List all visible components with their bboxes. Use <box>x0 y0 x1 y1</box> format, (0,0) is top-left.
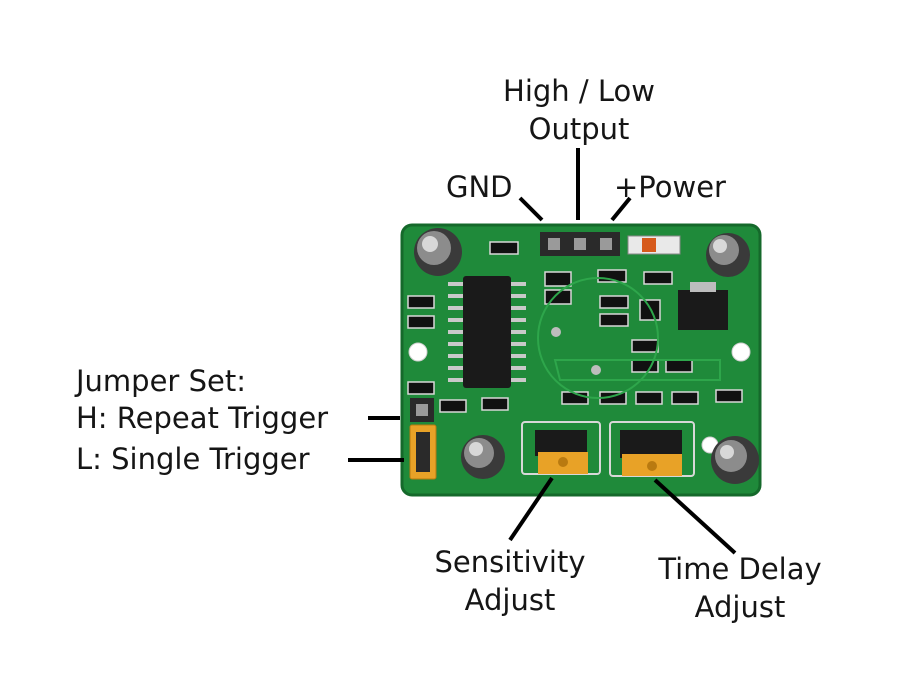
mounting-hole <box>731 342 751 362</box>
sensitivity-adjust-label: Sensitivity Adjust <box>420 543 600 619</box>
voltage-regulator <box>678 282 728 330</box>
callout-line-time-delay <box>653 478 737 555</box>
ic-chip <box>448 276 526 388</box>
capacitor-bottom-left <box>461 435 505 479</box>
power-label: +Power <box>614 170 726 204</box>
smd-components <box>407 241 743 413</box>
high-low-label-line1: High / Low <box>503 74 655 108</box>
jumper-set-label: Jumper Set: <box>76 364 246 398</box>
repeat-trigger-label: H: Repeat Trigger <box>76 401 329 435</box>
time-delay-label-line1: Time Delay <box>658 552 822 586</box>
pin-header <box>540 232 620 256</box>
callout-line-power <box>610 196 632 222</box>
via <box>591 365 601 375</box>
capacitor-bottom-right <box>711 436 759 484</box>
capacitor-top-left <box>414 228 462 276</box>
callout-line-sensitivity <box>508 476 554 542</box>
pcb-traces <box>537 277 721 399</box>
sensitivity-label-line1: Sensitivity <box>434 545 586 579</box>
single-trigger-label: L: Single Trigger <box>76 442 310 476</box>
via <box>551 327 561 337</box>
high-low-output-label: High / Low Output <box>486 72 672 148</box>
time-delay-adjust-label: Time Delay Adjust <box>640 550 840 626</box>
sensitivity-label-line2: Adjust <box>464 583 556 617</box>
high-low-label-line2: Output <box>528 112 630 146</box>
jumper-block <box>409 398 437 480</box>
mounting-hole <box>408 342 428 362</box>
capacitor-top-right <box>706 233 750 277</box>
callout-line-gnd <box>518 196 544 222</box>
time-delay-potentiometer <box>609 421 695 477</box>
sensitivity-potentiometer <box>521 421 601 475</box>
time-delay-label-line2: Adjust <box>694 590 786 624</box>
gnd-label: GND <box>446 170 513 204</box>
